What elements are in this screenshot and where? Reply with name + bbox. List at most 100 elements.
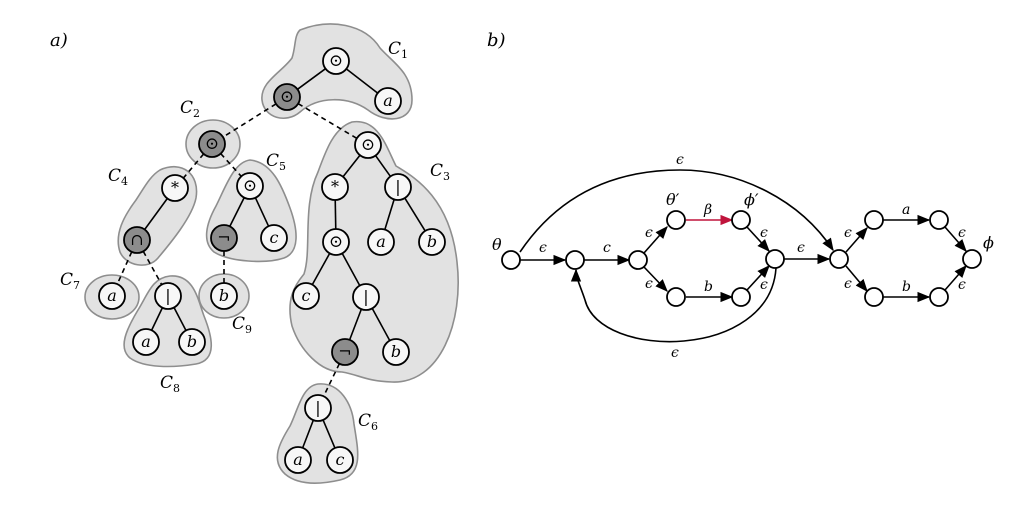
tree-edge-n25-n26 [301,419,315,449]
tree-edge-n7-n12 [254,197,270,227]
tree-edge-n25-n27 [322,419,336,449]
tree-node-n8: * [321,173,349,201]
tree-node-symbol: ⊙ [329,232,343,252]
tree-edge-n17-n21 [150,307,164,331]
tree-node-circle [273,83,301,111]
transitions [519,169,967,343]
transition-s3-thetap [643,226,668,254]
tree-node-circle [260,224,288,252]
state-s7 [765,249,785,269]
tree-node-symbol: | [165,286,170,305]
state-theta [501,250,521,270]
label-t-s7-s8: ϵ [797,240,805,256]
cluster-label-c7: C7 [60,270,80,292]
tree-edge-n5-n8 [342,154,361,178]
tree-node-circle [367,228,395,256]
state-phi [962,249,982,269]
state-s8 [829,249,849,269]
tree-node-circle [326,446,354,474]
tree-node-n3: a [374,87,402,115]
tree-node-n24: b [382,338,410,366]
transition-s7-to-s2-loop [570,267,777,343]
label-t-s10-phi: ϵ [958,225,966,241]
tree-edge-n17-n22 [173,307,187,331]
tree-edges [116,68,426,449]
tree-edge-n13-n20 [341,253,361,286]
tree-node-circle [352,283,380,311]
state-s5 [666,287,686,307]
tree-node-n12: c [260,224,288,252]
label-t-s9-s10: a [902,202,910,218]
cluster-label-c3: C3 [430,161,450,183]
tree-node-circle [123,226,151,254]
panel-a-label: a) [50,30,68,51]
transition-s8-s9 [845,227,868,253]
tree-node-n1: ⊙ [322,47,350,75]
transition-phip-s7 [746,226,770,252]
tree-node-symbol: | [315,398,320,417]
tree-edge-n1-n3 [345,68,379,94]
transition-s8-s11 [845,265,868,292]
state-label-theta-prime: θ′ [666,190,680,209]
tree-node-circle [154,282,182,310]
tree-node-circle [331,338,359,366]
tree-node-symbol: ⊙ [361,135,375,155]
tree-edge-n5-n9 [374,155,392,177]
state-s6 [731,287,751,307]
label-t-phip-s7: ϵ [760,225,768,241]
tree-node-n17: | [154,282,182,310]
tree-edge-n23-n25 [322,363,341,397]
tree-node-symbol: a [293,450,303,469]
label-t-s3-thetap: ϵ [645,225,653,241]
tree-node-symbol: b [219,286,229,305]
tree-node-circle [354,131,382,159]
transition-s12-phi [944,265,967,291]
label-t-s6-s7: ϵ [760,277,768,293]
cluster-labels: C1 C2 C3 C4 C5 C6 C7 C8 C9 [60,39,450,433]
tree-edge-n20-n23 [348,308,363,341]
tree-node-n5: ⊙ [354,131,382,159]
tree-node-symbol: c [270,228,279,247]
tree-node-circle [322,228,350,256]
state-s9 [864,210,884,230]
tree-node-symbol: ⊙ [280,87,294,107]
tree-node-n25: | [304,394,332,422]
label-t-thetap-phip: β [703,202,712,218]
cluster-label-c5: C5 [266,151,286,173]
tree-node-symbol: | [395,177,400,196]
state-theta-prime [666,210,686,230]
tree-node-n13: ⊙ [322,228,350,256]
tree-node-circle [132,328,160,356]
tree-edge-n1-n2 [297,68,326,90]
state-s11 [864,287,884,307]
label-t-loop: ϵ [671,345,679,361]
tree-node-symbol: a [107,286,117,305]
tree-node-symbol: c [302,286,311,305]
transition-theta-to-s8 [519,169,834,253]
cluster-label-c2: C2 [180,98,200,120]
transition-s3-s5 [643,266,668,292]
tree-node-symbol: | [363,287,368,306]
tree-node-circle [322,47,350,75]
transition-s6-s7 [746,265,770,291]
tree-node-circle [236,172,264,200]
tree-node-n7: ⊙ [236,172,264,200]
tree-node-circle [292,282,320,310]
cluster-label-c6: C6 [358,411,378,433]
tree-node-circle [304,394,332,422]
tree-node-circle [98,282,126,310]
tree-node-n23: ¬ [331,338,359,366]
state-s3 [628,250,648,270]
tree-node-circle [284,446,312,474]
tree-node-symbol: ¬ [338,342,351,361]
tree-edge-n10-n16 [116,251,133,285]
tree-edge-n8-n13 [334,199,337,230]
cluster-label-c9: C9 [232,314,252,336]
tree-edge-n2-n5 [297,102,358,140]
transition-s10-phi [944,226,967,252]
tree-node-circle [210,224,238,252]
tree-node-circle [418,228,446,256]
tree-node-symbol: a [383,91,393,110]
